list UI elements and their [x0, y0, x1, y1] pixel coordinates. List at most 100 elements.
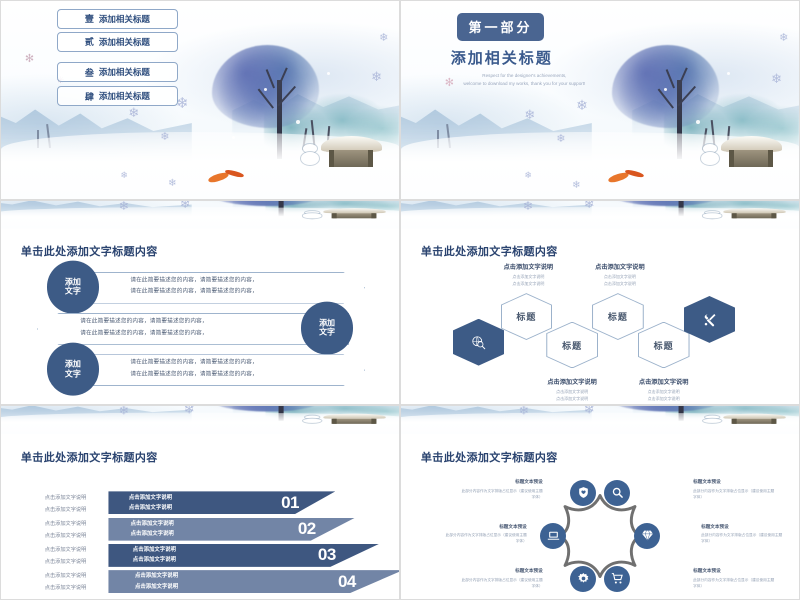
chevron-row-1[interactable]: 请在此简要描述您的内容，请简要描述您的内容， 请在此简要描述您的内容，请简要描述…: [46, 260, 366, 314]
laptop-icon: [547, 532, 559, 541]
slide-2-section-divider[interactable]: ❄ ✻ ❄ ❄ ❄ ❄ ❄ ❄ ❄ 第一部分 添加相关标题 Respect fo…: [400, 0, 800, 200]
hex-caption-3-title: 点击添加文字说明: [547, 378, 597, 386]
section-badge-label: 第一部分: [468, 20, 533, 36]
chevron-row-1-text: 请在此简要描述您的内容，请简要描述您的内容， 请在此简要描述您的内容，请简要描述…: [130, 275, 257, 298]
hex-caption-1-title: 点击添加文字说明: [503, 263, 554, 271]
slide-header-banner: ❄ ❄ 单击此处添加文字标题内容: [1, 201, 399, 262]
slide-5-numbered-ribbons[interactable]: ❄ ❄ 单击此处添加文字标题内容 点击添加文字说明 点击添加文字说明 01 点击…: [0, 405, 400, 600]
ring-caption-1-desc: 此部分内容作为文字排版占位显示（建议使用主题字体）: [461, 488, 543, 499]
section-badge: 第一部分: [456, 12, 545, 41]
slide-4-body: 标题 标题 标题 标题 点击添加文字说明: [401, 261, 799, 404]
hex-caption-2-title: 点击添加文字说明: [595, 263, 645, 271]
chevron-row-3[interactable]: 请在此简要描述您的内容，请简要描述您的内容， 请在此简要描述您的内容，请简要描述…: [46, 342, 366, 396]
slide-3-chevron-list[interactable]: ❄ ❄ 单击此处添加文字标题内容 请在此简要描述您的内容，请简要描述您的内容， …: [0, 200, 400, 405]
hex-step-1-label: 标题: [501, 294, 552, 340]
slide-3-body: 请在此简要描述您的内容，请简要描述您的内容， 请在此简要描述您的内容，请简要描述…: [1, 260, 399, 404]
ring-icon-search[interactable]: [604, 479, 630, 506]
ribbon-3-text: 点击添加文字说明 点击添加文字说明: [132, 547, 176, 564]
ribbon-4[interactable]: 点击添加文字说明 点击添加文字说明 04: [108, 570, 399, 594]
chevron-row-2-badge-line-1: 添加: [319, 318, 336, 328]
slide-6-title: 单击此处添加文字标题内容: [420, 452, 558, 465]
ribbon-1-text: 点击添加文字说明 点击添加文字说明: [128, 494, 172, 511]
ribbon-3[interactable]: 点击添加文字说明 点击添加文字说明 03: [108, 543, 380, 567]
agenda-item-2[interactable]: 贰 添加相关标题: [56, 31, 179, 52]
ring-caption-5-desc: 此部分内容作为文字排版占位显示（建议使用主题字体）: [461, 577, 543, 588]
slide-1-agenda[interactable]: ✻ ✳ ❄ ❄ ❄ ❄ ❄ ❄ ❄ 壹 添加相关标题 贰 添加相关标题 叁 添加…: [0, 0, 400, 200]
agenda-item-1-label: 添加相关标题: [98, 13, 150, 24]
ring-caption-4: 标题文本预设 此部分内容作为文字排版占位显示（建议使用主题字体）: [693, 567, 775, 589]
slide-5-title: 单击此处添加文字标题内容: [20, 452, 158, 465]
agenda-item-3-number: 叁: [84, 67, 94, 78]
ring-caption-1-title: 标题文本预设: [515, 479, 543, 485]
chevron-shape: [52, 354, 366, 387]
slide-6-icon-ring[interactable]: ❄ ❄ 单击此处添加文字标题内容: [400, 405, 800, 600]
diamond-icon: [641, 531, 653, 541]
hex-caption-1: 点击添加文字说明 点击添加文字说明 点击添加文字说明: [477, 262, 580, 288]
hex-step-3[interactable]: 标题: [592, 293, 644, 341]
chevron-row-3-line-1: 请在此简要描述您的内容，请简要描述您的内容，: [130, 359, 258, 366]
chevron-row-1-line-2: 请在此简要描述您的内容，请简要描述您的内容，: [130, 288, 258, 295]
ribbon-note-1: 点击添加文字说明 点击添加文字说明: [44, 494, 87, 513]
ribbon-4-text: 点击添加文字说明 点击添加文字说明: [134, 573, 179, 590]
hex-step-2-label: 标题: [547, 322, 597, 368]
chevron-row-1-badge[interactable]: 添加 文字: [46, 260, 100, 314]
ring-icon-laptop[interactable]: [540, 522, 566, 549]
section-note: Respect for the designer's achievements,…: [445, 72, 604, 88]
slide-header-banner: ❄ ❄ 单击此处添加文字标题内容: [401, 201, 799, 262]
agenda-item-4-number: 肆: [84, 91, 94, 102]
section-note-line-1: Respect for the designer's achievements,: [482, 73, 567, 79]
ring-caption-5: 标题文本预设 此部分内容作为文字排版占位显示（建议使用主题字体）: [461, 567, 543, 589]
ribbon-4-number: 04: [337, 571, 356, 591]
chevron-row-2[interactable]: 请在此简要描述您的内容，请简要描述您的内容， 请在此简要描述您的内容，请简要描述…: [36, 301, 354, 355]
agenda-item-4[interactable]: 肆 添加相关标题: [56, 86, 179, 106]
hex-step-3-label: 标题: [593, 294, 643, 340]
ribbon-2-text: 点击添加文字说明 点击添加文字说明: [130, 520, 174, 538]
ring-caption-6: 标题文本预设 此部分内容作为文字排版占位显示（建议使用主题字体）: [445, 523, 527, 545]
ribbon-2[interactable]: 点击添加文字说明 点击添加文字说明 02: [108, 517, 356, 541]
slide-4-hexagon-process[interactable]: ❄ ❄ 单击此处添加文字标题内容 标题 标题 标题: [400, 200, 800, 405]
slide-4-title: 单击此处添加文字标题内容: [420, 246, 558, 259]
hex-caption-4-desc: 点击添加文字说明 点击添加文字说明: [647, 388, 680, 401]
chevron-row-3-badge-line-1: 添加: [64, 359, 81, 369]
chevron-row-2-line-1: 请在此简要描述您的内容，请简要描述您的内容，: [80, 318, 208, 325]
hex-step-4-label: 标题: [638, 322, 689, 368]
chevron-row-3-badge[interactable]: 添加 文字: [46, 342, 100, 396]
agenda-item-4-label: 添加相关标题: [98, 91, 150, 102]
hex-caption-1-desc: 点击添加文字说明 点击添加文字说明: [512, 273, 545, 286]
ring-caption-3-title: 标题文本预设: [701, 523, 729, 529]
hex-icon-globe-search[interactable]: [452, 318, 505, 366]
chevron-row-2-badge[interactable]: 添加 文字: [300, 301, 354, 355]
agenda-item-3[interactable]: 叁 添加相关标题: [56, 62, 179, 83]
winter-scene-illustration: ✻ ✳ ❄ ❄ ❄ ❄ ❄ ❄ ❄: [1, 1, 399, 199]
slide-6-body: 标题文本预设 此部分内容作为文字排版占位显示（建议使用主题字体） 标题文本预设 …: [401, 467, 799, 599]
ring-icon-gear[interactable]: [570, 565, 596, 592]
ribbon-2-number: 02: [297, 519, 316, 539]
gear-icon: [577, 573, 588, 584]
chevron-row-1-badge-line-1: 添加: [64, 277, 81, 287]
ring-caption-2: 标题文本预设 此部分内容作为文字排版占位显示（建议使用主题字体）: [693, 478, 775, 500]
hex-step-2[interactable]: 标题: [546, 321, 598, 369]
chevron-row-1-line-1: 请在此简要描述您的内容，请简要描述您的内容，: [130, 277, 258, 283]
ring-icon-shield-heart[interactable]: [570, 479, 596, 506]
agenda-item-1[interactable]: 壹 添加相关标题: [56, 8, 179, 29]
hex-step-1[interactable]: 标题: [500, 293, 553, 341]
chevron-row-3-text: 请在此简要描述您的内容，请简要描述您的内容， 请在此简要描述您的内容，请简要描述…: [130, 357, 257, 380]
chevron-row-2-badge-line-2: 文字: [319, 327, 336, 337]
hex-caption-2: 点击添加文字说明 点击添加文字说明 点击添加文字说明: [568, 262, 671, 288]
agenda-item-3-label: 添加相关标题: [98, 67, 150, 78]
section-note-line-2: welcome to download my works, thank you …: [463, 81, 586, 87]
hex-step-4[interactable]: 标题: [637, 321, 690, 369]
chevron-shape: [52, 271, 366, 304]
hex-icon-tools[interactable]: [683, 295, 736, 343]
ribbon-1[interactable]: 点击添加文字说明 点击添加文字说明 01: [108, 491, 336, 515]
ring-icon-cart[interactable]: [604, 565, 630, 592]
slide-header-banner: ❄ ❄ 单击此处添加文字标题内容: [1, 406, 399, 468]
ring-icon-diamond[interactable]: [634, 522, 660, 549]
ribbon-note-3: 点击添加文字说明 点击添加文字说明: [44, 547, 87, 566]
search-icon: [612, 488, 623, 499]
section-subtitle: 添加相关标题: [450, 49, 553, 67]
ring-caption-4-title: 标题文本预设: [693, 568, 721, 574]
chevron-row-2-text: 请在此简要描述您的内容，请简要描述您的内容， 请在此简要描述您的内容，请简要描述…: [80, 316, 207, 339]
chevron-row-1-badge-line-2: 文字: [64, 286, 81, 296]
